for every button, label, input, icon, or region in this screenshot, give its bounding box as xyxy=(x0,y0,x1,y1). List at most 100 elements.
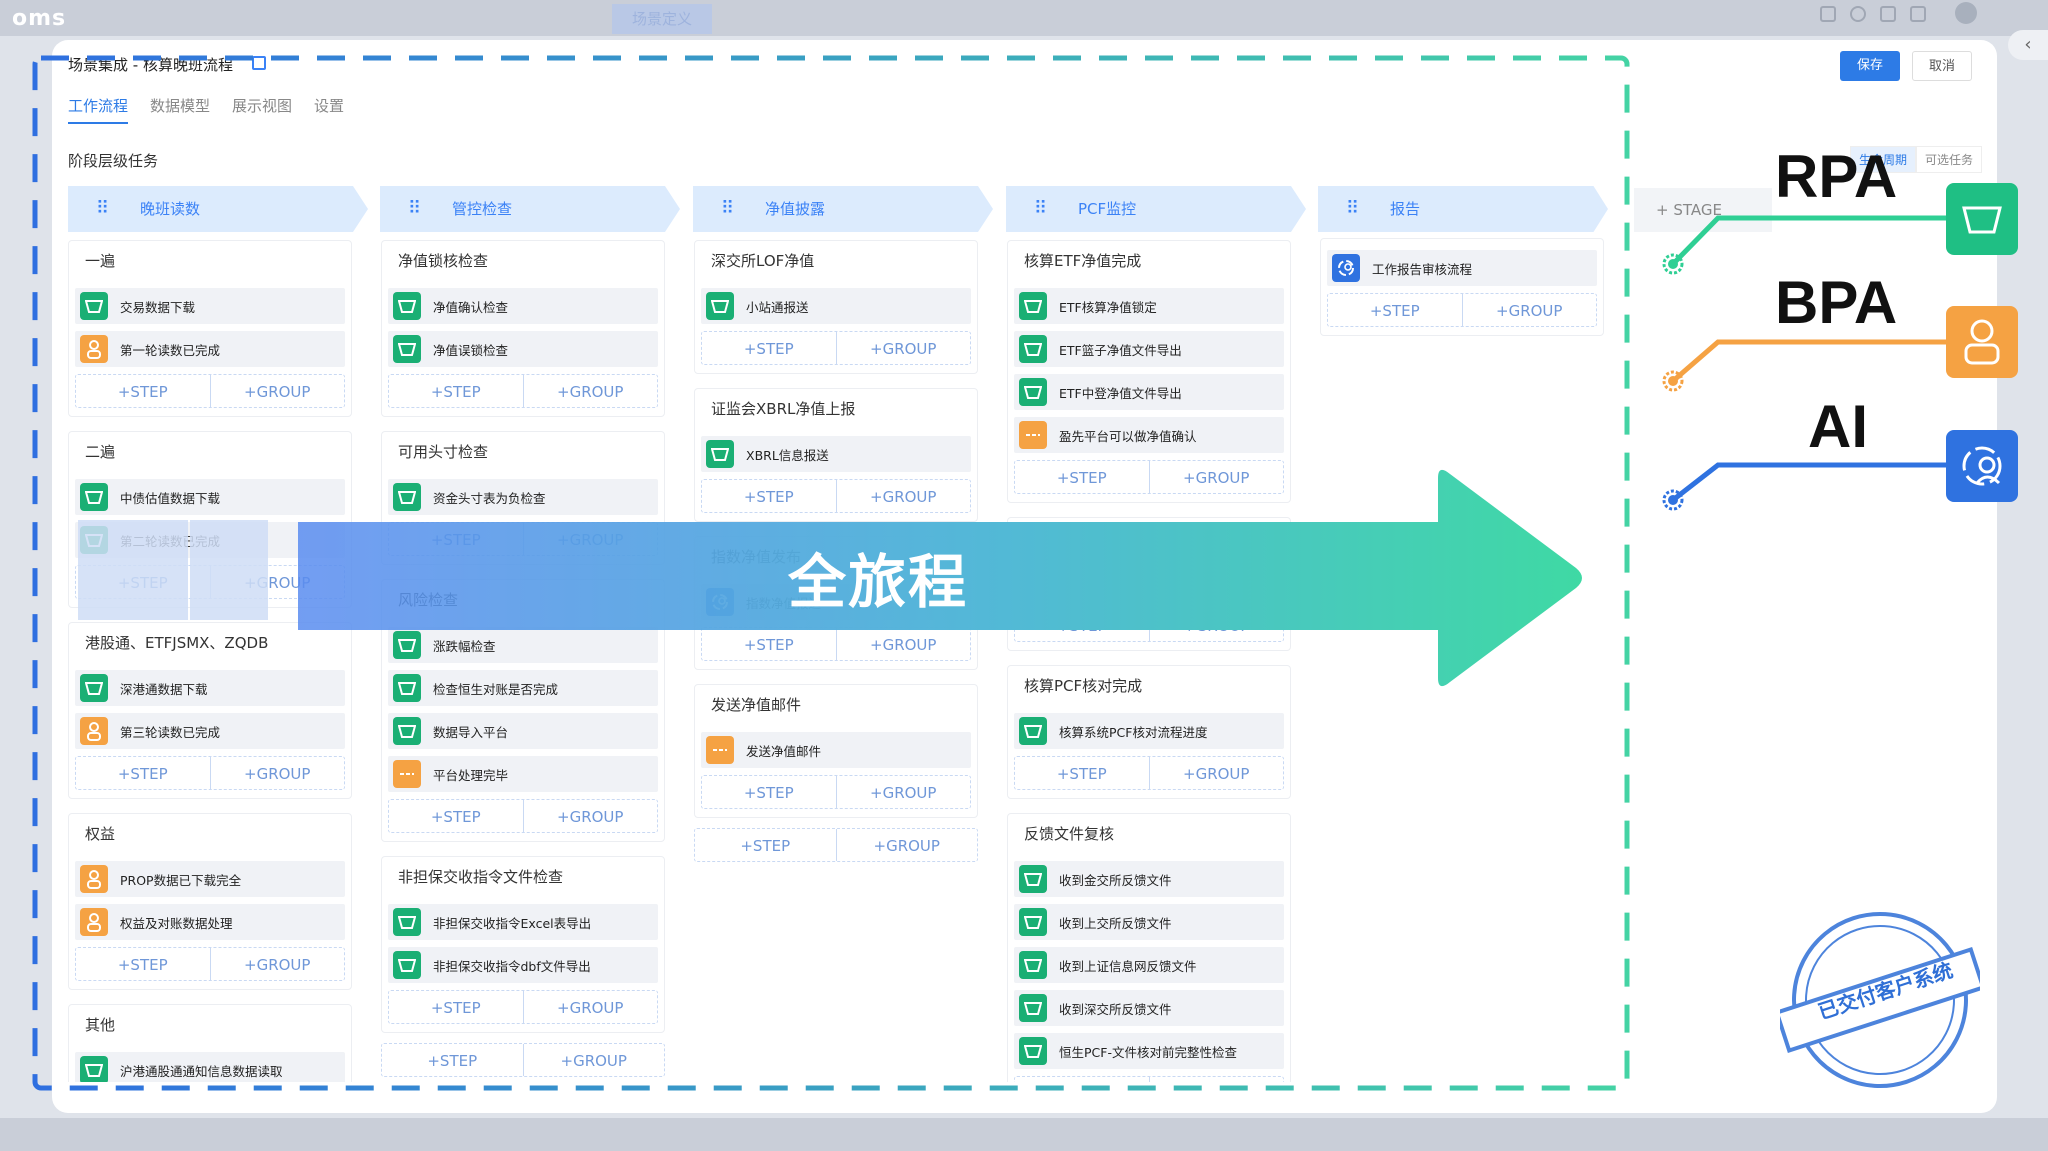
task-item[interactable]: 深港通数据下载 xyxy=(75,670,345,706)
task-item[interactable]: 数据导入平台 xyxy=(388,713,658,749)
task-item[interactable]: 收到上交所反馈文件 xyxy=(1014,904,1284,940)
stage-header[interactable]: ⠿PCF监控 xyxy=(1006,186,1306,232)
add-step-button[interactable]: +STEP xyxy=(389,375,524,407)
add-step-button[interactable]: +STEP xyxy=(1015,757,1150,789)
add-group-button[interactable]: +GROUP xyxy=(870,784,937,802)
task-item[interactable]: 收到深交所反馈文件 xyxy=(1014,990,1284,1026)
task-item[interactable]: 权益及对账数据处理 xyxy=(75,904,345,940)
save-button[interactable]: 保存 xyxy=(1840,51,1900,81)
task-item[interactable]: 非担保交收指令dbf文件导出 xyxy=(388,947,658,983)
stage-header[interactable]: ⠿晚班读数 xyxy=(68,186,368,232)
pending-icon xyxy=(1019,421,1047,449)
add-step-button[interactable]: +STEP xyxy=(76,757,211,789)
add-step-button[interactable]: +STEP xyxy=(382,1044,524,1076)
task-item[interactable]: 涨跌幅检查 xyxy=(388,627,658,663)
task-item[interactable]: 检查恒生对账是否完成 xyxy=(388,670,658,706)
stage-header[interactable]: ⠿净值披露 xyxy=(693,186,993,232)
add-step-button[interactable]: +STEP xyxy=(1328,294,1463,326)
task-label: 盈先平台可以做净值确认 xyxy=(1059,428,1197,444)
task-group: 工作报告审核流程 +STEP +GROUP xyxy=(1320,238,1604,336)
task-item[interactable]: 发送净值邮件 xyxy=(701,732,971,768)
task-group: 非担保交收指令文件检查非担保交收指令Excel表导出非担保交收指令dbf文件导出… xyxy=(381,856,665,1033)
tab-data-model[interactable]: 数据模型 xyxy=(150,97,211,115)
add-group-button[interactable]: +GROUP xyxy=(870,488,937,506)
drag-handle-icon[interactable]: ⠿ xyxy=(1034,198,1049,219)
task-item[interactable]: 第三轮读数已完成 xyxy=(75,713,345,749)
task-item[interactable]: 资金头寸表为负检查 xyxy=(388,479,658,515)
task-item[interactable]: 工作报告审核流程 xyxy=(1327,250,1597,286)
add-step-button[interactable]: +STEP xyxy=(702,332,837,364)
drag-handle-icon[interactable]: ⠿ xyxy=(96,198,111,219)
add-stage-button[interactable]: + STAGE xyxy=(1634,188,1772,232)
add-step-button[interactable]: +STEP xyxy=(389,991,524,1023)
add-group-button[interactable]: +GROUP xyxy=(1183,469,1250,487)
task-item[interactable]: ETF中登净值文件导出 xyxy=(1014,374,1284,410)
task-item[interactable]: 沪港通股通通知信息数据读取 xyxy=(75,1052,345,1082)
task-item[interactable]: XBRL信息报送 xyxy=(701,436,971,472)
tab-view[interactable]: 展示视图 xyxy=(232,97,293,115)
task-item[interactable]: 盈先平台可以做净值确认 xyxy=(1014,417,1284,453)
task-item[interactable]: 非担保交收指令Excel表导出 xyxy=(388,904,658,940)
add-group-button[interactable]: +GROUP xyxy=(244,765,311,783)
add-group-button[interactable]: +GROUP xyxy=(557,808,624,826)
add-group-button[interactable]: +GROUP xyxy=(244,956,311,974)
add-group-button[interactable]: +GROUP xyxy=(870,636,937,654)
screen-icon[interactable] xyxy=(1910,6,1926,22)
window-icon[interactable] xyxy=(1820,6,1836,22)
task-item[interactable]: 交易数据下载 xyxy=(75,288,345,324)
task-item[interactable]: 核算系统PCF核对流程进度 xyxy=(1014,713,1284,749)
tab-settings[interactable]: 设置 xyxy=(314,97,345,115)
blurred-tab[interactable]: 场景定义 xyxy=(612,4,712,34)
add-group-button[interactable]: +GROUP xyxy=(557,383,624,401)
task-group: 发送净值邮件发送净值邮件+STEP+GROUP xyxy=(694,684,978,818)
add-group-button[interactable]: +GROUP xyxy=(873,837,940,855)
tab-workflow[interactable]: 工作流程 xyxy=(68,95,129,124)
drag-handle-icon[interactable]: ⠿ xyxy=(1346,198,1361,219)
add-group-button[interactable]: +GROUP xyxy=(1496,302,1563,320)
task-item[interactable]: 小站通报送 xyxy=(701,288,971,324)
add-step-button[interactable]: +STEP xyxy=(1015,461,1150,493)
add-group-button[interactable]: +GROUP xyxy=(560,1052,627,1070)
task-item[interactable]: 收到金交所反馈文件 xyxy=(1014,861,1284,897)
add-step-button[interactable]: +STEP xyxy=(389,800,524,832)
stage-header[interactable]: ⠿管控检查 xyxy=(380,186,680,232)
add-group-button[interactable]: +GROUP xyxy=(1183,765,1250,783)
add-step-button[interactable]: +STEP xyxy=(702,628,837,660)
add-group-button[interactable]: +GROUP xyxy=(557,999,624,1017)
add-group-button[interactable]: +GROUP xyxy=(244,383,311,401)
add-step-button[interactable]: +STEP xyxy=(1015,1077,1150,1082)
tab-lifecycle[interactable]: 生命周期 xyxy=(1850,146,1917,173)
group-actions: +STEP +GROUP xyxy=(75,756,345,790)
drag-handle-icon[interactable]: ⠿ xyxy=(721,198,736,219)
add-step-button[interactable]: +STEP xyxy=(76,948,211,980)
task-item[interactable]: 净值确认检查 xyxy=(388,288,658,324)
drag-handle-icon[interactable]: ⠿ xyxy=(408,198,423,219)
task-item[interactable]: 中债估值数据下载 xyxy=(75,479,345,515)
add-step-button[interactable]: +STEP xyxy=(702,480,837,512)
trash-icon[interactable] xyxy=(1880,6,1896,22)
add-step-button[interactable]: +STEP xyxy=(76,375,211,407)
task-item[interactable]: 收到上证信息网反馈文件 xyxy=(1014,947,1284,983)
task-label: 工作报告审核流程 xyxy=(1372,261,1473,277)
task-item[interactable]: 平台处理完毕 xyxy=(388,756,658,792)
task-item[interactable]: 恒生PCF-文件核对前完整性检查 xyxy=(1014,1033,1284,1069)
avatar[interactable] xyxy=(1955,2,1977,24)
search-icon[interactable] xyxy=(1850,6,1866,22)
task-item[interactable]: ETF篮子净值文件导出 xyxy=(1014,331,1284,367)
add-group-button[interactable]: +GROUP xyxy=(870,340,937,358)
stage-header[interactable]: ⠿报告 xyxy=(1318,186,1608,232)
task-label: ETF核算净值锁定 xyxy=(1059,299,1157,315)
add-step-button[interactable]: +STEP xyxy=(695,829,837,861)
tab-optional[interactable]: 可选任务 xyxy=(1916,146,1983,173)
task-item[interactable]: 净值误锁检查 xyxy=(388,331,658,367)
task-item[interactable]: PROP数据已下载完全 xyxy=(75,861,345,897)
group-title: 可用头寸检查 xyxy=(398,443,489,461)
collapse-chevron-icon[interactable]: ‹ xyxy=(2008,30,2048,60)
task-item[interactable]: ETF核算净值锁定 xyxy=(1014,288,1284,324)
task-item[interactable]: 第一轮读数已完成 xyxy=(75,331,345,367)
basket-icon xyxy=(1019,908,1047,936)
add-step-button[interactable]: +STEP xyxy=(702,776,837,808)
cancel-button[interactable]: 取消 xyxy=(1912,51,1972,81)
edit-icon[interactable] xyxy=(252,56,266,70)
